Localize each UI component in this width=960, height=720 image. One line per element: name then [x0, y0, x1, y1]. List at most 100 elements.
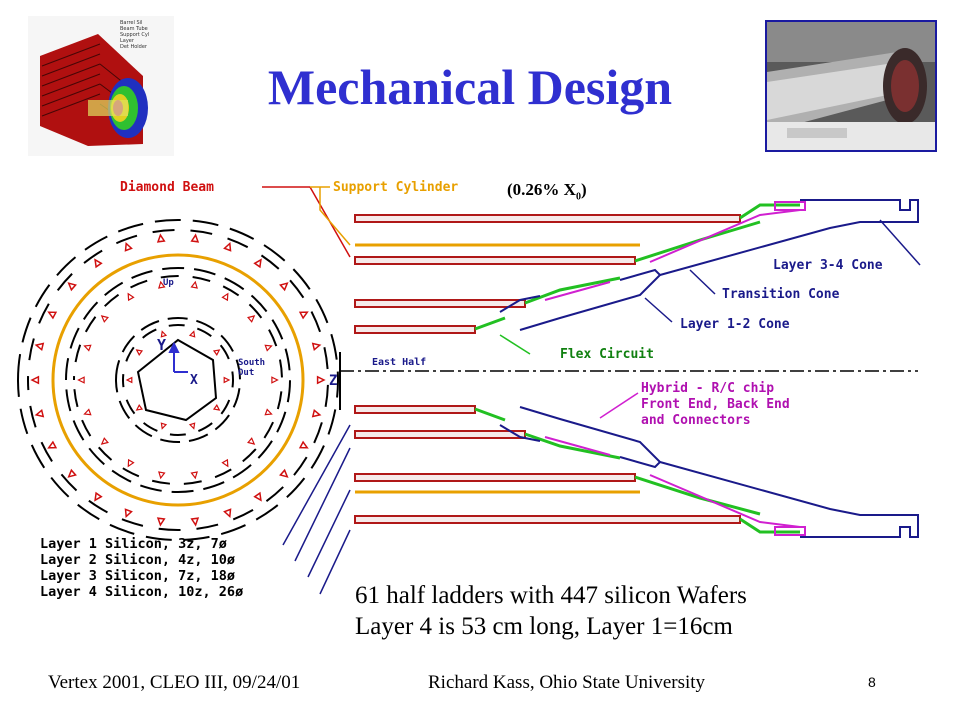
- detector-hardware-photo: [765, 20, 937, 152]
- sensor-triangle: [34, 342, 45, 352]
- leader-diamond-beam: [262, 186, 351, 258]
- label-east-half: East Half: [372, 357, 427, 368]
- label-layer-34-cone: Layer 3-4 Cone: [773, 258, 883, 273]
- hardware-photo-drawing: [767, 22, 935, 150]
- sensor-triangle: [135, 404, 144, 411]
- sensor-triangle: [316, 375, 326, 385]
- sensor-triangle: [47, 440, 58, 449]
- leader-support-cylinder: [310, 186, 351, 246]
- sensor-triangle: [212, 349, 221, 356]
- sensor-triangle: [311, 408, 322, 418]
- sideview-cones: [499, 199, 919, 538]
- sensor-triangle: [156, 517, 166, 527]
- sensor-triangle: [190, 471, 198, 480]
- sensor-triangle: [188, 330, 196, 338]
- sensor-triangle: [47, 311, 58, 320]
- support-cylinder-ring: [51, 253, 305, 507]
- leader-cones: [644, 219, 921, 323]
- sensor-triangle: [100, 315, 109, 323]
- sensor-triangle: [253, 491, 262, 502]
- endview-layer4: [17, 219, 340, 541]
- sensor-triangle: [100, 437, 109, 445]
- sensor-triangle: [94, 258, 103, 269]
- leader-layers: [282, 424, 351, 595]
- sensor-triangle: [158, 280, 166, 289]
- sensor-triangle: [124, 508, 133, 519]
- sensor-triangle: [160, 330, 168, 338]
- leader-hybrid: [599, 392, 639, 419]
- sensor-triangle: [127, 458, 135, 468]
- sensor-triangle: [83, 408, 92, 416]
- sensor-triangle: [156, 233, 166, 243]
- footer-left: Vertex 2001, CLEO III, 09/24/01: [48, 672, 301, 693]
- page-number: 8: [868, 674, 876, 690]
- sensor-triangle: [223, 508, 232, 519]
- sideview-ladders: [354, 214, 741, 524]
- sensor-triangle: [135, 349, 144, 356]
- sensor-triangle: [247, 315, 256, 323]
- layer-list: Layer 1 Silicon, 3z, 7ø Layer 2 Silicon,…: [40, 536, 243, 600]
- sensor-triangle: [279, 468, 289, 478]
- label-axis-z: Z: [329, 373, 338, 389]
- endview-layer1: [136, 338, 218, 422]
- layer-4-label: Layer 4 Silicon, 10z, 26ø: [40, 584, 244, 600]
- sensor-triangle: [83, 344, 92, 352]
- label-diamond-beam: Diamond Beam: [120, 180, 214, 195]
- sensor-triangle: [188, 422, 196, 430]
- detector-cutaway-image: Barrel Sil Beam Tube Support Cyl Layer D…: [28, 16, 174, 156]
- sensor-triangle: [223, 241, 232, 252]
- sensor-triangle: [221, 292, 229, 302]
- label-flex-circuit: Flex Circuit: [560, 347, 654, 362]
- sensor-triangle: [279, 282, 289, 292]
- layer-1-label: Layer 1 Silicon, 3z, 7ø: [40, 536, 227, 552]
- sensor-triangle: [94, 491, 103, 502]
- leader-flex: [499, 334, 531, 355]
- sideview-hybrids: [544, 201, 806, 536]
- sensor-triangle: [264, 344, 273, 352]
- sensor-triangle: [221, 458, 229, 468]
- sensor-triangle: [124, 241, 133, 252]
- label-axis-x: X: [190, 373, 198, 388]
- caption-line-2: Layer 4 is 53 cm long, Layer 1=16cm: [355, 613, 733, 640]
- label-radiation-length: (0.26% X0): [507, 180, 587, 203]
- sensor-triangle: [67, 282, 77, 292]
- sensor-triangle: [190, 517, 200, 527]
- layer-2-label: Layer 2 Silicon, 4z, 10ø: [40, 552, 236, 568]
- sensor-triangle: [212, 404, 221, 411]
- label-hybrid: Hybrid - R/C chip Front End, Back End an…: [641, 381, 790, 428]
- sensor-triangle: [158, 471, 166, 480]
- sensor-triangle: [298, 440, 309, 449]
- cutaway-legend: Barrel Sil Beam Tube Support Cyl Layer D…: [120, 20, 150, 50]
- caption-line-1: 61 half ladders with 447 silicon Wafers: [355, 582, 747, 609]
- label-axis-y: Y: [157, 336, 167, 354]
- sensor-triangle: [298, 311, 309, 320]
- sensor-triangle: [247, 437, 256, 445]
- sensor-triangle: [271, 376, 279, 384]
- sensor-triangle: [190, 280, 198, 289]
- sensor-triangle: [125, 376, 133, 384]
- label-axis-south-out: South Out: [238, 358, 266, 378]
- sensor-triangle: [30, 375, 40, 385]
- detector-cutaway-drawing: [28, 16, 174, 156]
- summary-caption: 61 half ladders with 447 silicon Wafers …: [355, 580, 747, 642]
- sensor-triangle: [264, 408, 273, 416]
- endview-layer2: [115, 317, 242, 443]
- footer-center: Richard Kass, Ohio State University: [428, 672, 706, 693]
- sensor-triangle: [311, 342, 322, 352]
- label-transition-cone: Transition Cone: [722, 287, 840, 302]
- sensor-triangle: [190, 233, 200, 243]
- sensor-triangle: [67, 468, 77, 478]
- sensor-triangle: [253, 258, 262, 269]
- label-layer-12-cone: Layer 1-2 Cone: [680, 317, 790, 332]
- endview-layer3: [65, 267, 292, 493]
- page-title: Mechanical Design: [267, 59, 673, 115]
- axis-arrows: [168, 341, 188, 373]
- sideview-support-cylinder: [355, 243, 640, 494]
- layer-3-label: Layer 3 Silicon, 7z, 18ø: [40, 568, 236, 584]
- sideview-flex-circuits: [474, 203, 800, 534]
- sensor-triangle: [77, 376, 85, 384]
- sensor-triangle: [160, 422, 168, 430]
- sensor-triangle: [34, 408, 45, 418]
- label-support-cylinder: Support Cylinder: [333, 180, 459, 195]
